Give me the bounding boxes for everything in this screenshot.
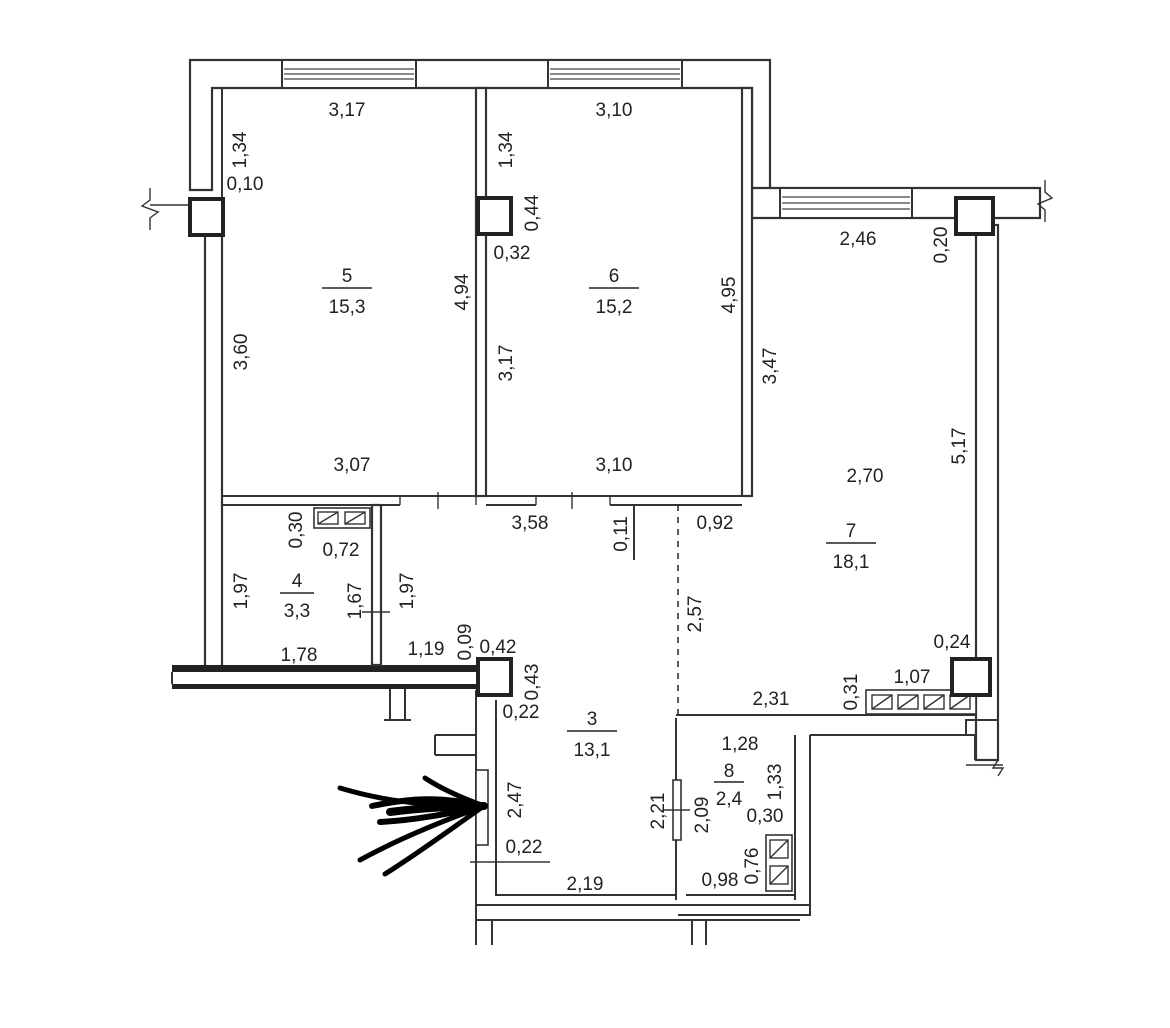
dimension-label: 3,47: [760, 348, 781, 385]
room-label: 3 13,1: [567, 709, 617, 761]
room-number: 4: [292, 571, 303, 592]
room-number: 8: [724, 761, 735, 782]
room-area: 13,1: [574, 740, 611, 761]
dimension-label: 0,09: [455, 624, 476, 661]
dimension-label: 0,10: [227, 174, 264, 195]
dimension-label: 0,22: [503, 702, 540, 723]
dimension-label: 2,19: [567, 874, 604, 895]
room-number: 3: [587, 709, 598, 730]
dimension-label: 0,11: [611, 516, 632, 552]
break-marks: [140, 180, 1054, 777]
dimension-label: 1,28: [722, 734, 759, 755]
columns: [188, 196, 995, 697]
dimension-label: 2,09: [692, 797, 713, 834]
dimension-label: 1,97: [397, 573, 418, 610]
dimension-label: 0,30: [747, 806, 784, 827]
dimension-label: 4,94: [452, 273, 473, 310]
dimension-label: 2,21: [648, 793, 669, 830]
dimension-label: 1,67: [345, 583, 366, 620]
dimension-label: 0,76: [742, 848, 763, 885]
dimension-label: 1,78: [281, 645, 318, 666]
room-area: 18,1: [833, 552, 870, 573]
dimension-label: 3,10: [596, 455, 633, 476]
room-label: 5 15,3: [322, 266, 372, 318]
dimension-label: 2,70: [847, 466, 884, 487]
dimension-label: 0,98: [702, 870, 739, 891]
room-label: 7 18,1: [826, 521, 876, 573]
dimension-label: 3,10: [596, 100, 633, 121]
dimension-label: 1,33: [765, 764, 786, 801]
room-label: 8 2,4: [714, 761, 744, 810]
dimension-label: 1,34: [496, 131, 517, 168]
room-number: 7: [846, 521, 857, 542]
dimension-label: 3,07: [334, 455, 371, 476]
dimension-label: 0,30: [286, 512, 307, 549]
dimension-label: 1,19: [408, 639, 445, 660]
dimension-label: 0,22: [506, 837, 543, 858]
room-area: 15,2: [596, 297, 633, 318]
dimension-label: 0,31: [841, 674, 862, 711]
entrance-arrow-icon: [337, 775, 488, 877]
dimension-label: 1,07: [894, 667, 931, 688]
dimension-label: 0,43: [522, 664, 543, 701]
room-area: 3,3: [284, 601, 310, 622]
room-labels: 5 15,3 6 15,2 7 18,1 4 3,3 3 13,1 8 2,4: [280, 266, 876, 810]
dimension-label: 2,47: [505, 782, 526, 819]
windows: [281, 59, 913, 219]
interior-walls: [221, 86, 754, 863]
dimension-label: 0,32: [494, 243, 531, 264]
room-area: 2,4: [716, 789, 743, 810]
dimension-label: 5,17: [949, 428, 970, 465]
dimension-label: 4,95: [719, 277, 740, 314]
dimension-label: 3,58: [512, 513, 549, 534]
dimension-label: 3,17: [329, 100, 366, 121]
dimension-label: 1,97: [231, 573, 252, 610]
dimension-label: 2,31: [753, 689, 790, 710]
dimension-label: 0,92: [697, 513, 734, 534]
dimension-label: 0,44: [522, 194, 543, 231]
dimension-label: 1,34: [230, 131, 251, 168]
dimension-label: 3,17: [496, 345, 517, 382]
dimension-label: 3,60: [231, 334, 252, 371]
dimension-label: 2,46: [840, 229, 877, 250]
room-number: 6: [609, 266, 620, 287]
dimension-label: 0,24: [934, 632, 971, 653]
dimension-label: 0,72: [323, 540, 360, 561]
dimension-label: 0,20: [931, 227, 952, 264]
dimension-label: 2,57: [685, 596, 706, 633]
dimension-label: 0,42: [480, 637, 517, 658]
dimension-labels: 3,17 3,10 1,34 0,10 1,34 0,44 0,32 2,4 6 …: [227, 100, 971, 895]
room-label: 4 3,3: [280, 571, 314, 622]
ventilation-shafts: [313, 507, 977, 892]
room-number: 5: [342, 266, 353, 287]
room-area: 15,3: [329, 297, 366, 318]
room-label: 6 15,2: [589, 266, 639, 318]
